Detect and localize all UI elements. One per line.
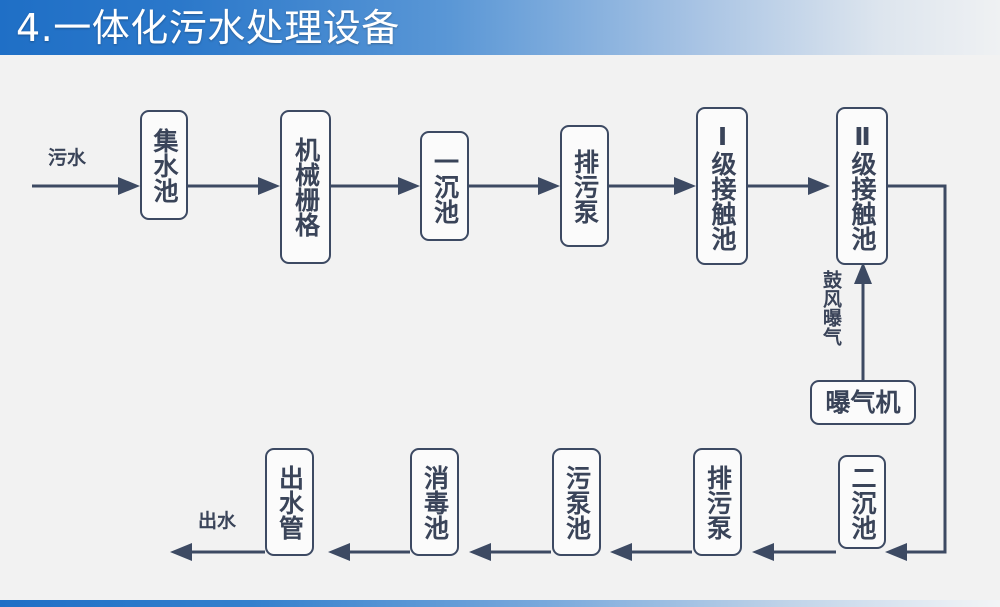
node-yichenchi[interactable]: 一沉池 (420, 131, 469, 241)
edge-label-inlet: 污水 (48, 147, 87, 169)
edge-wubengchi-to-xiaodu (469, 543, 551, 561)
node-jiechuchi-1[interactable]: Ⅰ级接触池 (696, 107, 748, 265)
node-paiwubeng-bottom[interactable]: 排污泵 (693, 448, 742, 556)
node-wubengchi-label: 污泵池 (562, 464, 592, 540)
node-paiwubeng-top[interactable]: 排污泵 (560, 125, 609, 247)
node-jixieshange-label: 机械栅格 (291, 137, 321, 237)
node-wubengchi[interactable]: 污泵池 (552, 448, 601, 556)
node-paiwubeng-bottom-label: 排污泵 (703, 464, 733, 540)
edge-jiechuchi2-to-erchenchi (885, 184, 947, 561)
edge-paiwubeng2-to-wubengchi (610, 543, 692, 561)
node-erchenchi-label: 二沉池 (848, 464, 877, 540)
header-bar: 4.一体化污水处理设备 (0, 0, 1000, 55)
node-baoqiji[interactable]: 曝气机 (810, 380, 916, 425)
node-jiechuchi-2-label: Ⅱ级接触池 (848, 121, 877, 251)
edge-label-outlet: 出水 (198, 510, 237, 532)
edge-label-aeration: 鼓风曝气 (819, 270, 842, 346)
node-jixieshange[interactable]: 机械栅格 (280, 110, 331, 264)
node-jishuichi-label: 集水池 (150, 127, 179, 203)
node-jiechuchi-2[interactable]: Ⅱ级接触池 (836, 107, 888, 265)
edge-jiechuchi1-to-jiechuchi2 (748, 177, 830, 195)
node-yichenchi-label: 一沉池 (430, 148, 460, 224)
process-flow-diagram: 集水池 机械栅格 一沉池 排污泵 Ⅰ级接触池 Ⅱ级接触池 曝气机 二沉池 排污泵 (0, 55, 1000, 600)
node-chushuiguan[interactable]: 出水管 (265, 448, 314, 556)
edge-inlet-to-jishuichi (32, 177, 140, 195)
node-baoqiji-label: 曝气机 (825, 387, 901, 417)
edge-xiaodu-to-chushuiguan (328, 543, 410, 561)
edge-paiwubeng1-to-jiechuchi1 (609, 177, 696, 195)
edge-baoqiji-to-jiechuchi2 (854, 262, 872, 380)
node-jishuichi[interactable]: 集水池 (140, 110, 188, 220)
edge-jishuichi-to-jixieshange (188, 177, 280, 195)
edge-yichenchi-to-paiwubeng1 (469, 177, 560, 195)
footer-bar (0, 600, 1000, 607)
edge-chushuiguan-to-outlet (170, 543, 265, 561)
node-xiaoduchi[interactable]: 消毒池 (410, 448, 459, 556)
page-title: 4.一体化污水处理设备 (16, 6, 400, 50)
node-xiaoduchi-label: 消毒池 (420, 464, 450, 540)
node-erchenchi[interactable]: 二沉池 (838, 455, 886, 549)
node-jiechuchi-1-label: Ⅰ级接触池 (708, 121, 737, 251)
node-chushuiguan-label: 出水管 (275, 464, 305, 540)
edge-jixieshange-to-yichenchi (331, 177, 420, 195)
node-paiwubeng-top-label: 排污泵 (570, 148, 600, 224)
edge-erchenchi-to-paiwubeng2 (752, 543, 836, 561)
